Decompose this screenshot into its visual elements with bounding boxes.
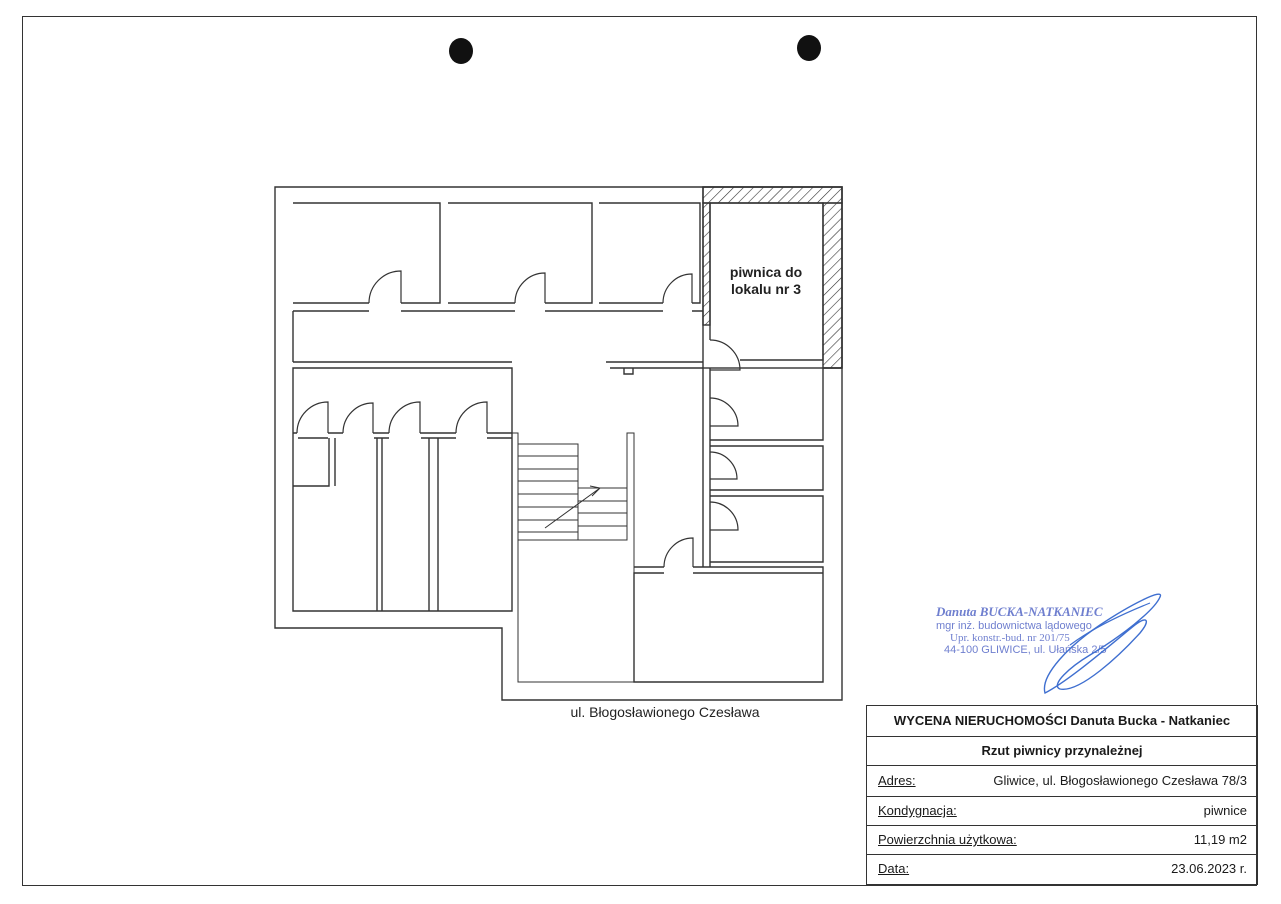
address-value: Gliwice, ul. Błogosławionego Czesława 78…: [993, 773, 1247, 788]
area-value: 11,19 m2: [1193, 832, 1247, 847]
top-cellar-rooms: [292, 202, 703, 362]
company-name: WYCENA NIERUCHOMOŚCI Danuta Bucka - Natk…: [893, 713, 1231, 728]
punch-hole-left: [449, 38, 473, 64]
stamp-name: Danuta BUCKA-NATKANIEC: [936, 604, 1103, 619]
date-row: Data: 23.06.2023 r.: [867, 855, 1257, 884]
stamp-title: mgr inż. budownictwa lądowego: [936, 620, 1092, 632]
surveyor-stamp: Danuta BUCKA-NATKANIEC mgr inż. budownic…: [930, 604, 1150, 656]
stamp-license: Upr. konstr.-bud. nr 201/75: [950, 632, 1070, 644]
right-cellar-rooms: [633, 367, 842, 683]
left-cellar-rooms: [292, 361, 703, 612]
date-value: 23.06.2023 r.: [1171, 861, 1247, 876]
highlighted-cellar-label: piwnica do lokalu nr 3: [729, 264, 803, 297]
drawing-title: Rzut piwnicy przynależnej: [981, 743, 1143, 758]
storey-label: Kondygnacja:: [878, 803, 957, 818]
date-label: Data:: [878, 861, 910, 876]
address-label: Adres:: [878, 773, 916, 788]
punch-hole-right: [797, 35, 821, 61]
address-row: Adres: Gliwice, ul. Błogosławionego Czes…: [867, 766, 1257, 797]
door-swings: [296, 270, 741, 568]
street-label: ul. Błogosławionego Czesława: [570, 704, 760, 720]
storey-value: piwnice: [1203, 803, 1247, 818]
title-block: WYCENA NIERUCHOMOŚCI Danuta Bucka - Natk…: [866, 705, 1258, 885]
area-label: Powierzchnia użytkowa:: [878, 832, 1017, 847]
area-row: Powierzchnia użytkowa: 11,19 m2: [867, 826, 1257, 855]
drawing-title-row: Rzut piwnicy przynależnej: [867, 737, 1257, 766]
drawing-sheet-frame: [22, 16, 1257, 886]
staircase: [512, 432, 635, 683]
storey-row: Kondygnacja: piwnice: [867, 797, 1257, 826]
company-row: WYCENA NIERUCHOMOŚCI Danuta Bucka - Natk…: [867, 706, 1257, 737]
handwritten-signature: [1043, 593, 1162, 695]
highlighted-cellar: [709, 202, 824, 361]
